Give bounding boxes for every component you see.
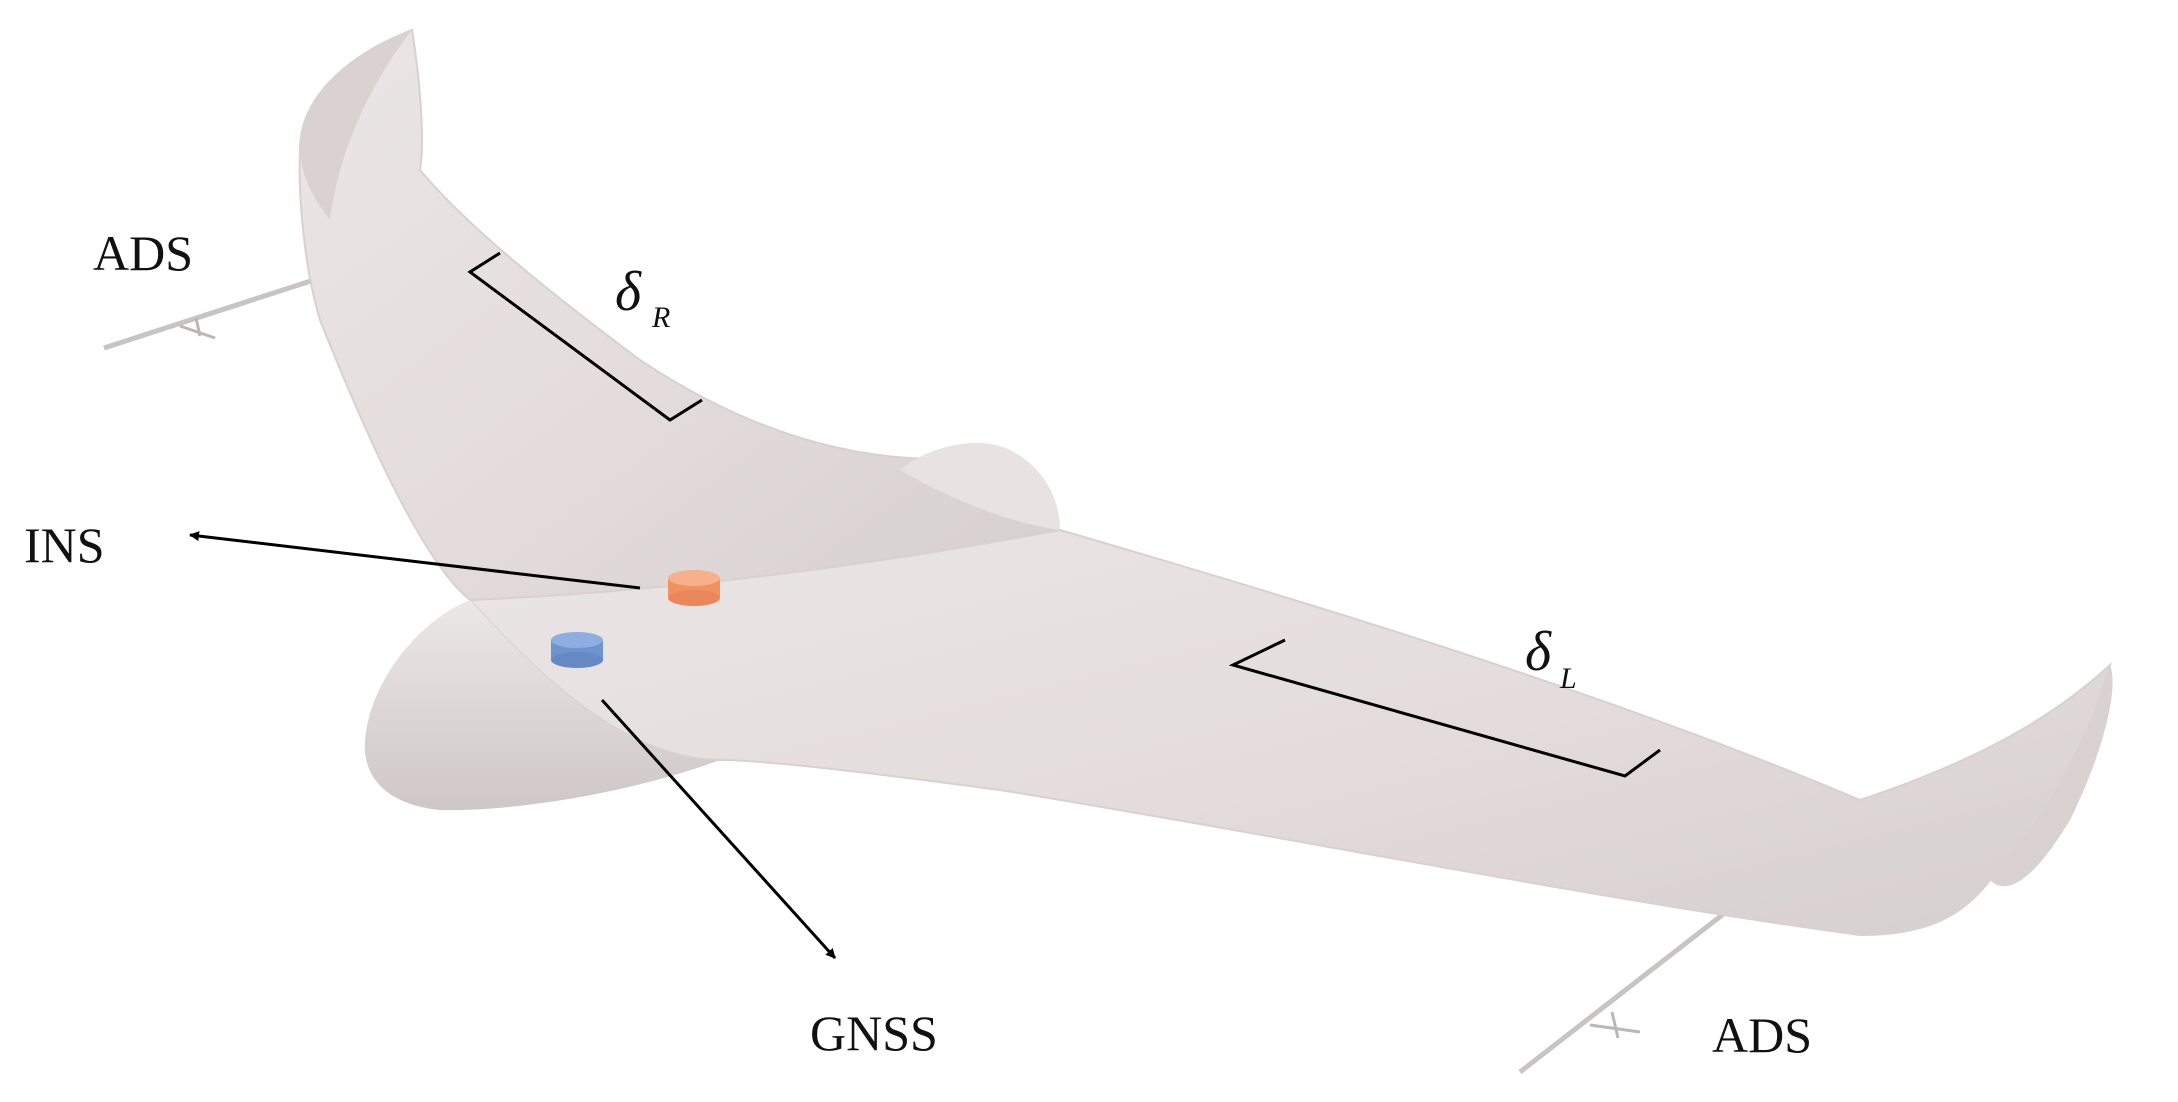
delta-left-symbol: δ: [1525, 621, 1552, 683]
delta-right-subscript: R: [651, 301, 670, 334]
ins-label: INS: [24, 517, 105, 573]
ads-right-label: ADS: [1712, 1007, 1812, 1063]
delta-right-symbol: δ: [615, 261, 642, 323]
ads-left-label: ADS: [93, 225, 193, 281]
ads-probe-left: [104, 278, 320, 348]
ins-sensor: [668, 570, 720, 606]
delta-left-subscript: L: [1559, 662, 1577, 695]
gnss-sensor: [551, 632, 603, 668]
gnss-label: GNSS: [810, 1005, 938, 1061]
ads-probe-right: [1520, 905, 1735, 1072]
delta-right-label: δ R: [615, 261, 670, 334]
flying-wing-body: [300, 30, 2113, 935]
